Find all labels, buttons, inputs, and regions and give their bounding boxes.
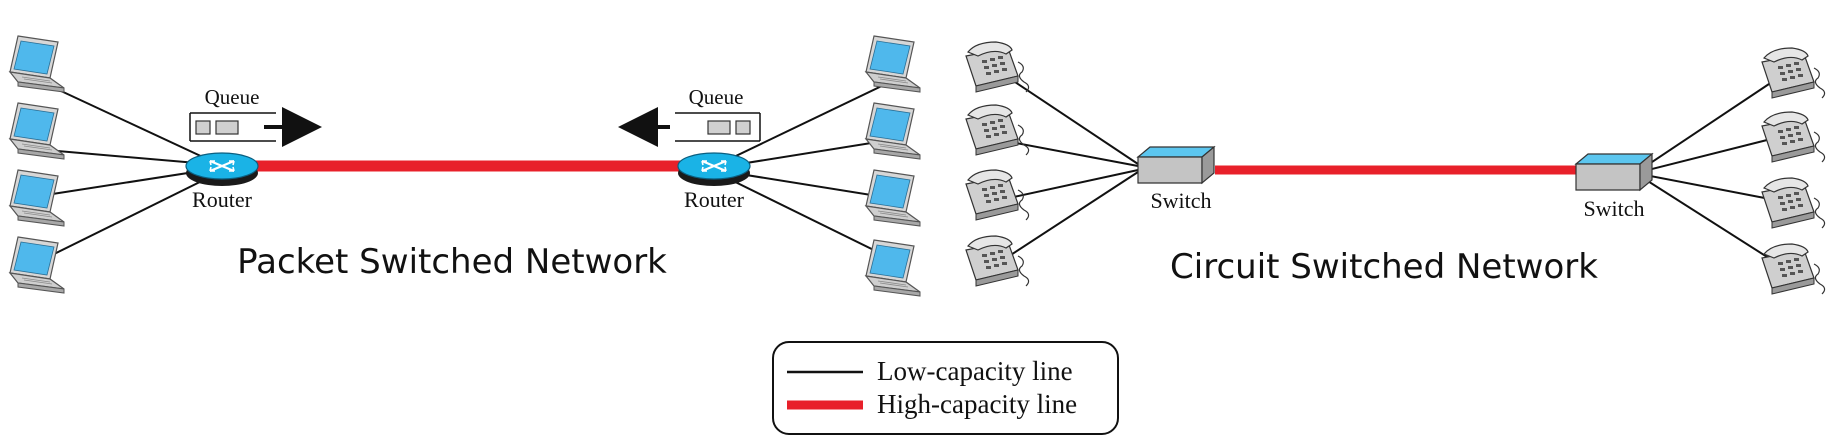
laptop-icon xyxy=(9,102,65,160)
legend-low-capacity-label: Low-capacity line xyxy=(877,356,1073,386)
circuit-network-title: Circuit Switched Network xyxy=(1170,247,1598,287)
switch-icon xyxy=(1575,153,1653,191)
left-queue-label: Queue xyxy=(205,85,260,109)
left-switch-label: Switch xyxy=(1150,188,1211,213)
router-icon xyxy=(676,151,752,188)
packet-network-title: Packet Switched Network xyxy=(237,242,667,282)
switch-icon xyxy=(1137,146,1215,184)
telephone-icon xyxy=(965,104,1030,156)
left-router-label: Router xyxy=(192,187,253,212)
laptop-icon xyxy=(9,236,65,294)
left-queue: Queue xyxy=(189,85,322,147)
telephone-icon xyxy=(1761,47,1826,99)
laptop-icon xyxy=(865,35,921,93)
queue-packet xyxy=(735,120,751,135)
laptop-icon xyxy=(865,169,921,227)
legend-high-capacity-label: High-capacity line xyxy=(877,389,1077,419)
router-icon xyxy=(184,151,260,188)
telephone-icon xyxy=(1761,243,1826,295)
circuit-left-links xyxy=(999,71,1139,263)
laptop-icon xyxy=(9,169,65,227)
telephone-icon xyxy=(1761,177,1826,229)
legend: Low-capacity line High-capacity line xyxy=(772,341,1119,435)
right-switch-label: Switch xyxy=(1583,196,1644,221)
circuit-switched-network: Switch Switch Circuit Switched Network xyxy=(965,41,1826,295)
laptop-icon xyxy=(865,102,921,160)
laptop-icon xyxy=(9,35,65,93)
queue-packet xyxy=(195,120,211,135)
laptop-icon xyxy=(865,239,921,297)
packet-switched-network: Router Router Queue Queue Packet Switche… xyxy=(9,35,921,297)
legend-box xyxy=(772,341,1119,435)
queue-packet xyxy=(707,120,731,135)
circuit-right-links xyxy=(1639,79,1776,263)
telephone-icon xyxy=(965,235,1030,287)
queue-packet xyxy=(215,120,239,135)
right-queue-label: Queue xyxy=(689,85,744,109)
right-router-label: Router xyxy=(684,187,745,212)
telephone-icon xyxy=(1761,111,1826,163)
right-queue: Queue xyxy=(618,85,761,147)
